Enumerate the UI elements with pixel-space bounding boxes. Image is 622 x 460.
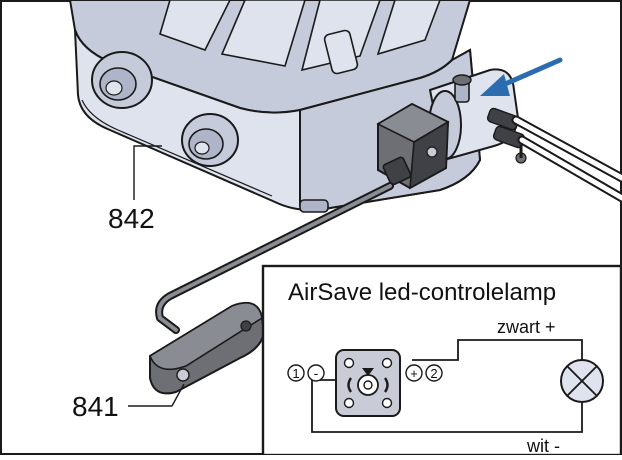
callout-842: 842 — [108, 145, 162, 234]
wire-label-bottom: wit - — [526, 436, 560, 455]
wire-top — [412, 339, 583, 361]
wiring-inset: AirSave led-controlelamp zwart + wit - — [261, 264, 622, 457]
electrical-connector — [376, 102, 450, 190]
pin-1-marker: 1 - — [287, 364, 325, 382]
callout-841: 841 — [72, 383, 185, 422]
sensor-block — [149, 302, 266, 395]
callout-label-841: 841 — [72, 391, 119, 422]
wire-bottom — [311, 379, 583, 433]
pointer-arrow-icon — [480, 57, 563, 96]
led-lamp-icon — [560, 359, 604, 403]
pin-2-number: 2 — [430, 366, 437, 381]
callout-label-842: 842 — [108, 203, 155, 234]
rubber-grommet-left — [91, 51, 153, 109]
sensor-cable — [155, 182, 394, 334]
inset-title: AirSave led-controlelamp — [288, 279, 556, 306]
connector-plug-face — [335, 349, 401, 417]
pin-2-sign: + — [410, 366, 418, 381]
pin-1-sign: - — [314, 365, 319, 381]
rubber-grommet-right — [181, 113, 239, 167]
wire-label-top: zwart + — [497, 317, 556, 337]
pin-1-number: 1 — [292, 366, 299, 381]
pin-2-marker: + 2 — [405, 364, 443, 382]
